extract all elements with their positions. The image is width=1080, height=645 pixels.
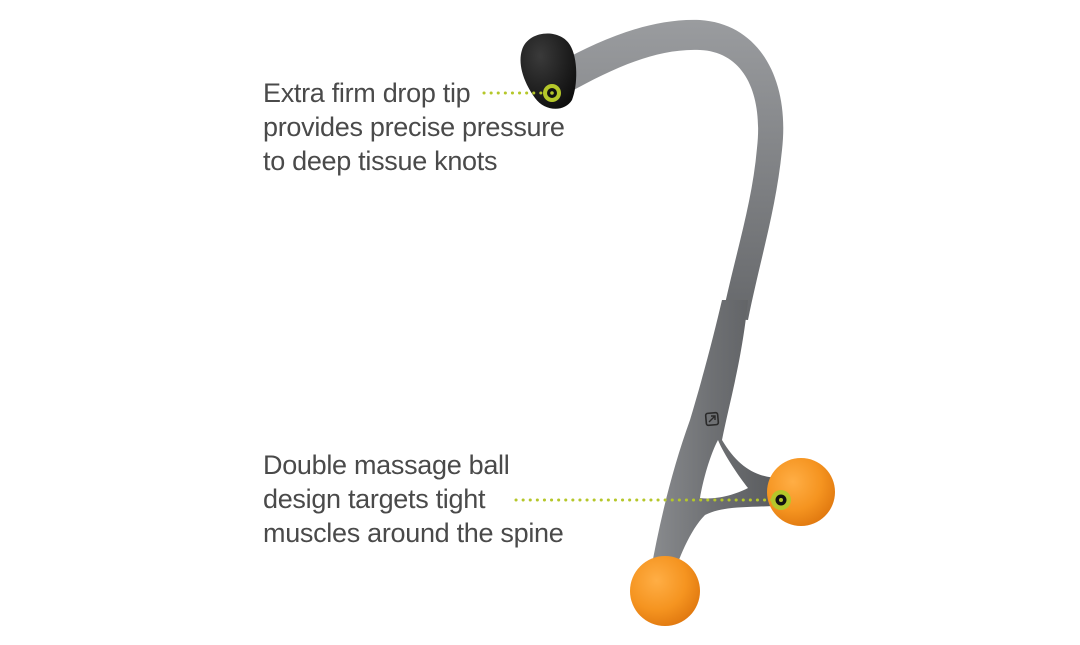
drop-tip — [520, 33, 577, 109]
callout-line: design targets tight — [263, 484, 486, 514]
brand-logo-icon — [704, 411, 720, 427]
callout-line: muscles around the spine — [263, 518, 564, 548]
callout-line: Double massage ball — [263, 450, 510, 480]
callout-massage-ball: Double massage ball design targets tight… — [263, 448, 564, 550]
callout-line: provides precise pressure — [263, 112, 565, 142]
callout-marker-icon-2 — [771, 490, 791, 510]
handle-shaft — [650, 300, 790, 580]
callout-line: to deep tissue knots — [263, 146, 498, 176]
callout-drop-tip: Extra firm drop tip provides precise pre… — [263, 76, 565, 178]
hook-arm — [560, 19, 784, 321]
callout-line: Extra firm drop tip — [263, 78, 471, 108]
massage-ball-lower — [630, 556, 700, 626]
callout-marker-icon-1 — [543, 84, 561, 102]
handle-cutout — [700, 440, 748, 499]
